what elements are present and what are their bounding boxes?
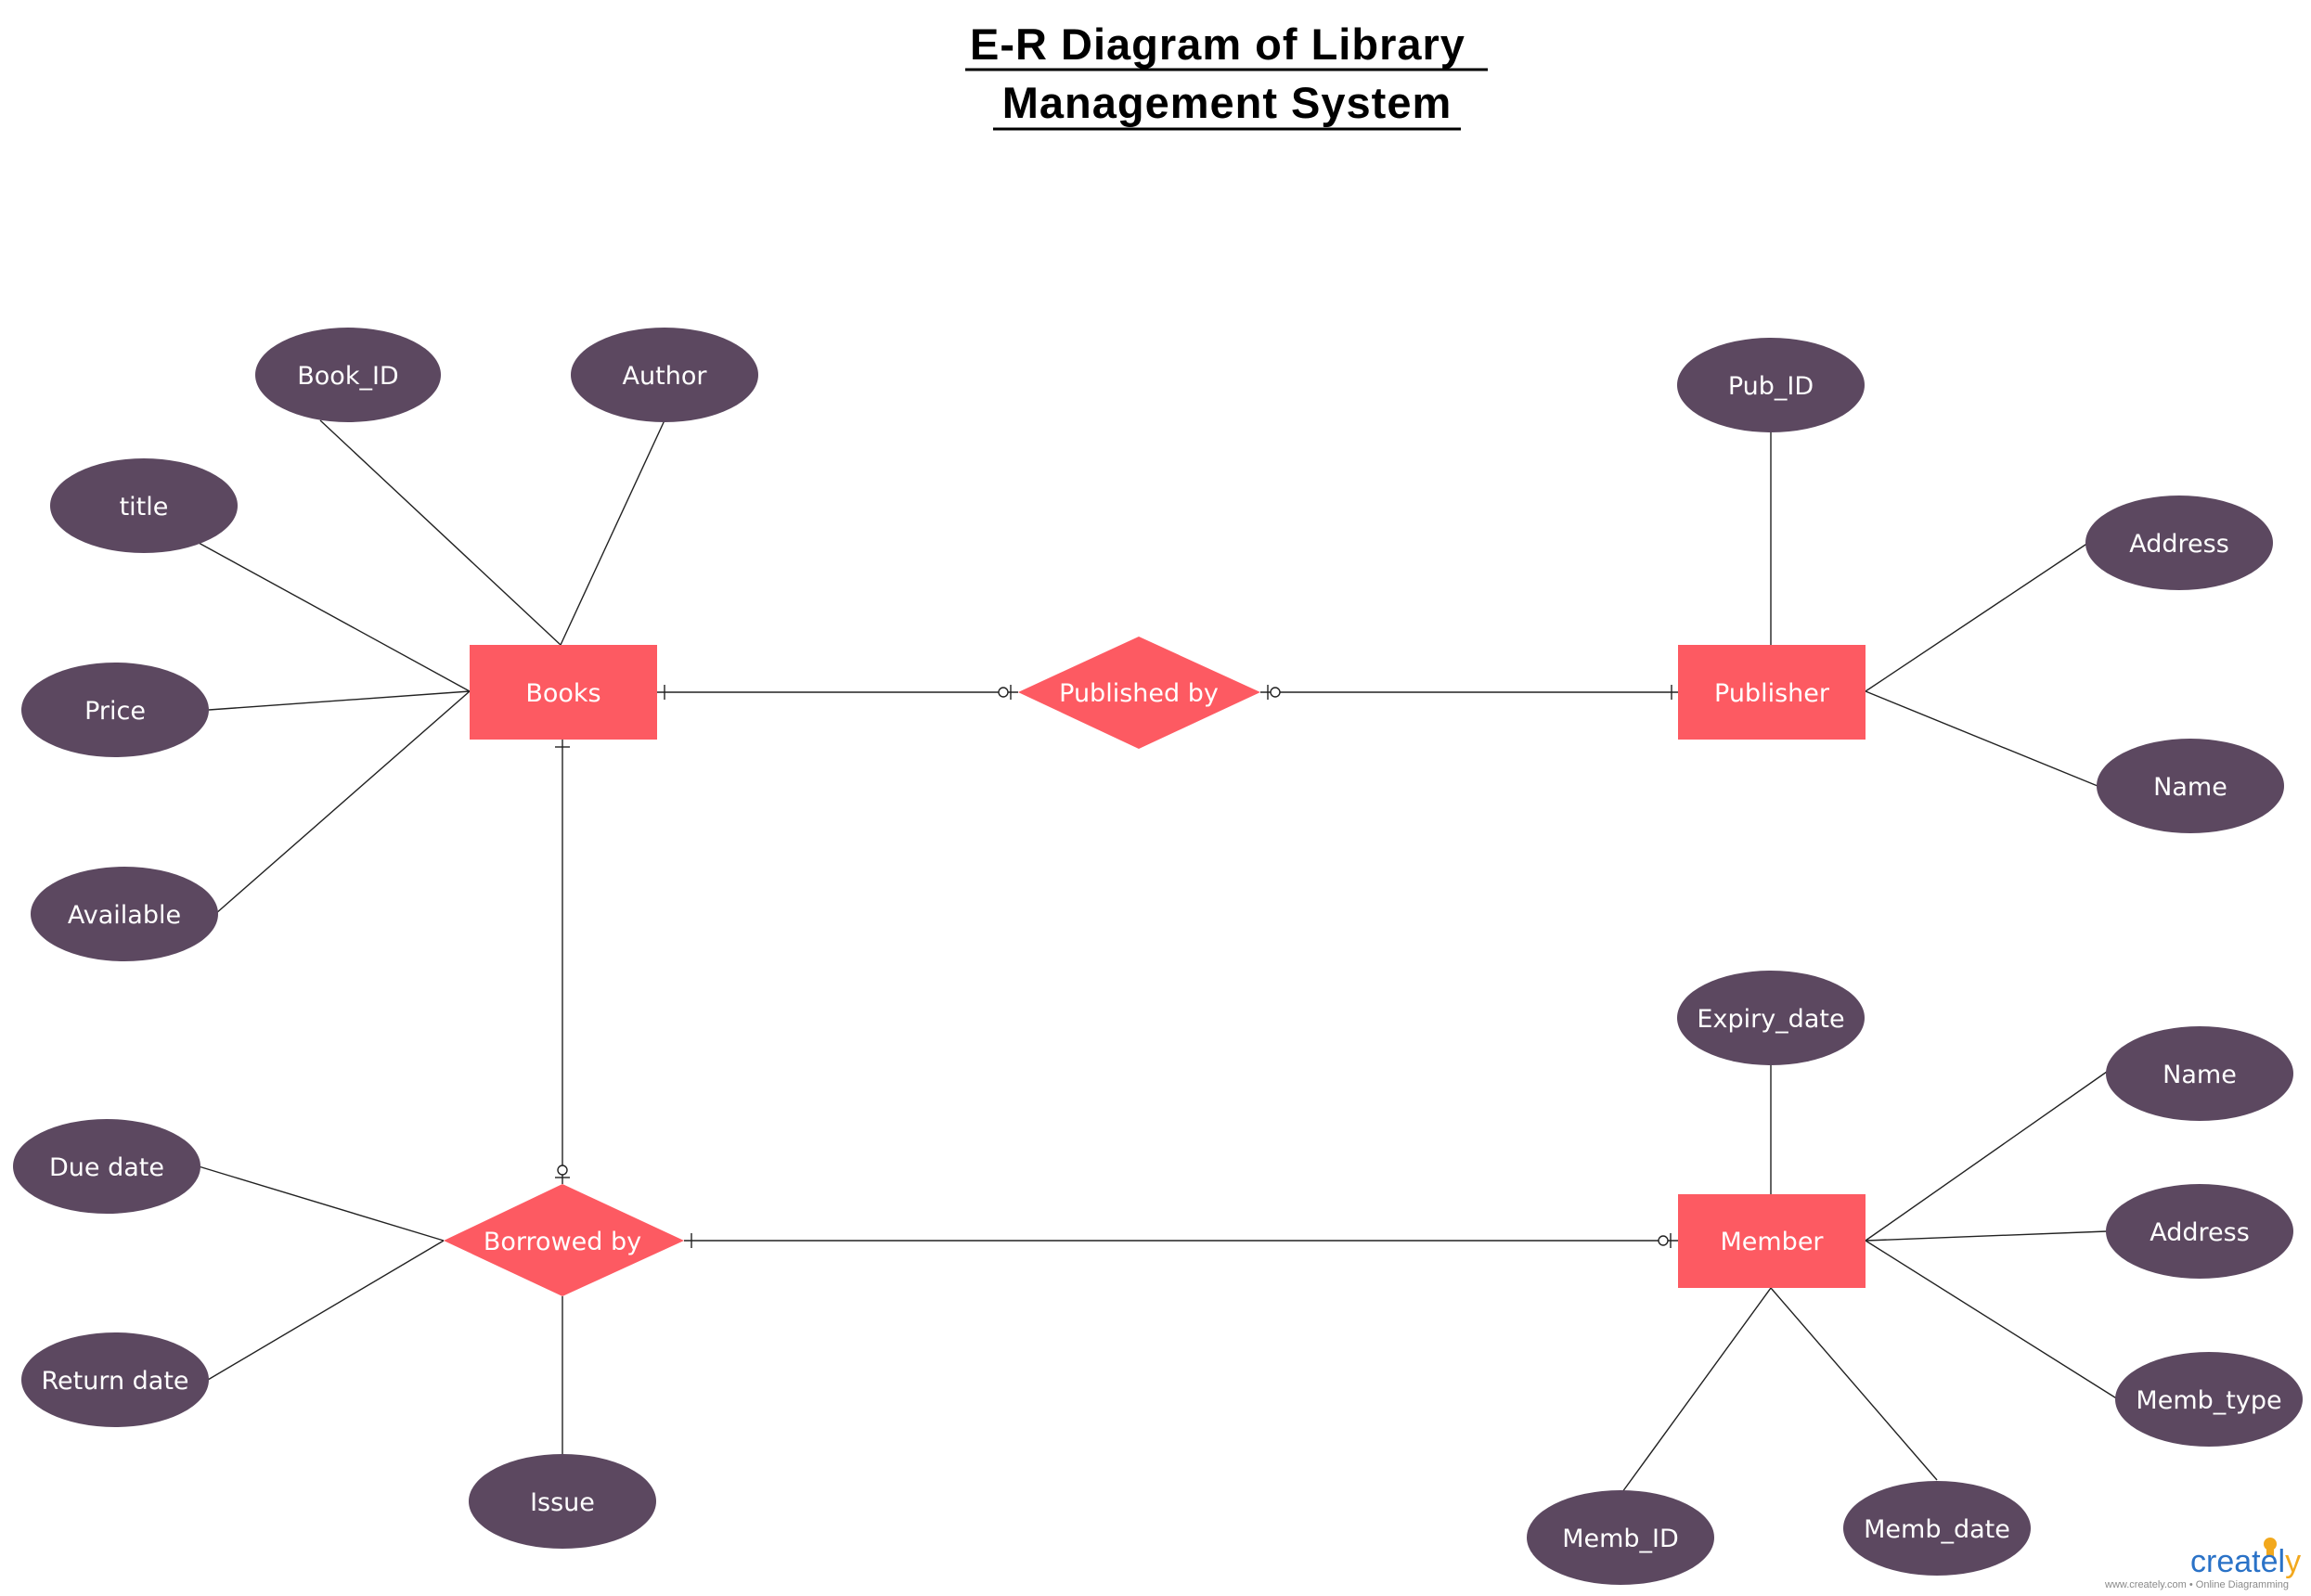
entity-publisher-label: Publisher [1714,679,1830,708]
attribute-memb-id-shape [1527,1490,1714,1585]
attribute-member-name-label: Name [2163,1061,2237,1089]
attribute-title[interactable]: title [50,458,238,553]
attribute-publisher-name-shape [2097,739,2284,833]
attribute-book-id-label: Book_ID [297,362,398,391]
creately-logo[interactable]: creately www.creately.com • Online Diagr… [2104,1538,2301,1590]
relationship-published-by[interactable]: Published by [1018,637,1260,749]
relationship-connectors [555,685,1678,1248]
attribute-author-label: Author [623,362,708,391]
logo-wordmark-main: createl [2190,1544,2285,1579]
connector-publisher-address [1865,542,2089,692]
connector-memb-type [1865,1240,2119,1400]
relationship-borrowed-by-label: Borrowed by [484,1228,641,1256]
attribute-issue[interactable]: Issue [469,1454,656,1549]
published-by-left-zero-mark [998,687,1009,698]
attribute-pub-id[interactable]: Pub_ID [1677,338,1865,432]
attribute-memb-id-label: Memb_ID [1562,1525,1679,1553]
attribute-memb-date-label: Memb_date [1864,1515,2010,1544]
entity-publisher[interactable]: Publisher [1678,645,1866,740]
attribute-price[interactable]: Price [21,663,209,757]
attribute-price-shape [21,663,209,757]
attribute-member-address[interactable]: Address [2106,1184,2293,1279]
attribute-expiry-date-label: Expiry_date [1697,1005,1844,1034]
entity-member-box [1678,1194,1866,1288]
entity-publisher-box [1678,645,1866,740]
relationship-published-by-diamond [1018,637,1260,749]
attribute-publisher-name[interactable]: Name [2097,739,2284,833]
attribute-available-shape [31,867,218,961]
member-zero-mark [1658,1235,1669,1246]
attribute-member-name-shape [2106,1026,2293,1121]
connector-author [560,419,665,646]
attribute-pub-id-shape [1677,338,1865,432]
attribute-issue-shape [469,1454,656,1549]
attribute-available[interactable]: Available [31,867,218,961]
diagram-title: E-R Diagram of Library Management System [965,19,1488,131]
logo-wordmark: creately [2190,1544,2301,1579]
attribute-available-label: Available [68,901,181,930]
attribute-book-id[interactable]: Book_ID [255,328,441,422]
attribute-due-date-shape [13,1119,200,1214]
entity-books-box [470,645,657,740]
attribute-publisher-address-shape [2085,496,2273,590]
attribute-pub-id-label: Pub_ID [1728,372,1814,401]
attribute-connectors [198,419,2119,1493]
entity-member[interactable]: Member [1678,1194,1866,1288]
attribute-memb-type-label: Memb_type [2136,1386,2281,1415]
attribute-memb-date[interactable]: Memb_date [1843,1481,2031,1576]
attribute-memb-type[interactable]: Memb_type [2115,1352,2303,1447]
attribute-expiry-date-shape [1677,971,1865,1065]
connector-title [198,542,471,692]
attribute-author-shape [571,328,758,422]
connector-member-address [1865,1230,2108,1242]
attribute-due-date[interactable]: Due date [13,1119,200,1214]
connector-member-name [1865,1071,2108,1242]
relationship-published-by-label: Published by [1059,679,1219,708]
attribute-author[interactable]: Author [571,328,758,422]
relationship-borrowed-by-diamond [444,1184,684,1296]
attribute-memb-type-shape [2115,1352,2303,1447]
connector-publisher-name [1865,690,2098,787]
connector-return-date [207,1240,445,1381]
attribute-due-date-label: Due date [49,1153,164,1182]
lightbulb-icon [2264,1538,2277,1557]
borrowed-by-top-zero-mark [557,1165,568,1176]
relationship-borrowed-by[interactable]: Borrowed by [444,1184,684,1296]
connector-due-date [198,1165,445,1242]
attribute-issue-label: Issue [530,1488,595,1517]
attribute-publisher-name-label: Name [2153,773,2227,802]
logo-tagline: www.creately.com • Online Diagramming [2104,1579,2289,1590]
entity-books-label: Books [525,679,600,708]
attribute-title-label: title [120,493,169,521]
attribute-member-address-label: Address [2150,1218,2250,1247]
attribute-title-shape [50,458,238,553]
attribute-memb-id[interactable]: Memb_ID [1527,1490,1714,1585]
connector-memb-id [1621,1287,1772,1493]
attribute-publisher-address[interactable]: Address [2085,496,2273,590]
connector-available [214,690,471,915]
title-line-1: E-R Diagram of Library [970,19,1465,69]
attribute-price-label: Price [84,697,146,726]
entity-member-label: Member [1720,1228,1824,1256]
attribute-return-date-label: Return date [41,1367,188,1396]
entity-books[interactable]: Books [470,645,657,740]
attribute-return-date[interactable]: Return date [21,1332,209,1427]
logo-wordmark-last: y [2285,1544,2301,1579]
connector-memb-date [1770,1287,1938,1481]
published-by-right-zero-mark [1270,687,1281,698]
attribute-member-name[interactable]: Name [2106,1026,2293,1121]
attribute-publisher-address-label: Address [2129,530,2229,559]
attribute-expiry-date[interactable]: Expiry_date [1677,971,1865,1065]
attribute-return-date-shape [21,1332,209,1427]
attribute-member-address-shape [2106,1184,2293,1279]
connector-price [208,690,471,711]
attribute-book-id-shape [255,328,441,422]
attribute-memb-date-shape [1843,1481,2031,1576]
connector-book-id [319,419,562,646]
attributes: Book_ID Author title Price Available Pub… [13,328,2303,1585]
title-line-2: Management System [1002,78,1452,127]
